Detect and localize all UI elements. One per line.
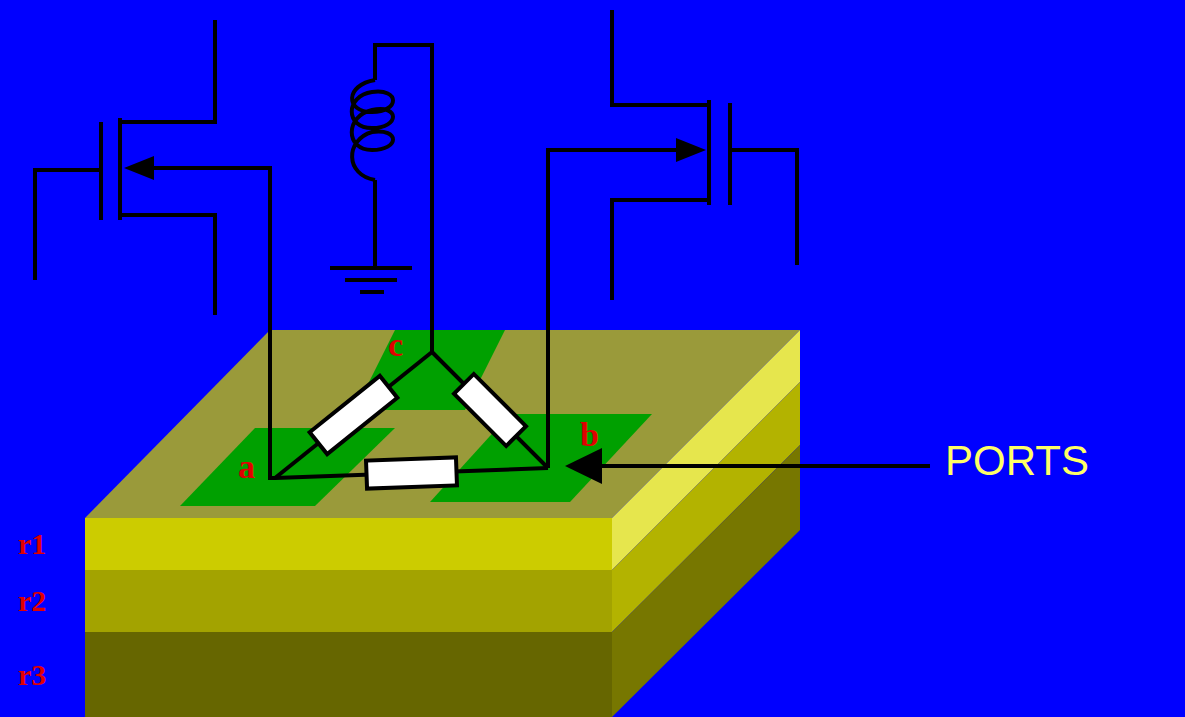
inductor-symbol bbox=[352, 45, 432, 352]
layer-face bbox=[12, 518, 612, 570]
resistor-connector bbox=[275, 457, 548, 488]
substrate-layer: r3 bbox=[12, 632, 612, 717]
port-letter: b bbox=[580, 418, 599, 452]
mosfet-symbol bbox=[35, 20, 276, 478]
layer-face bbox=[12, 632, 612, 717]
ground-symbol bbox=[330, 268, 412, 292]
layer-name: r1 bbox=[18, 529, 46, 559]
layer-name: r3 bbox=[18, 660, 46, 690]
substrate-layer: r1 bbox=[12, 518, 612, 570]
port-pad: b bbox=[430, 414, 652, 502]
ports-leader-arrow bbox=[565, 448, 930, 484]
substrate-layer: r2 bbox=[12, 570, 612, 632]
resistor-connector bbox=[275, 352, 432, 478]
layer-name: r2 bbox=[18, 586, 46, 616]
resistor-symbol bbox=[366, 457, 457, 488]
resistor-symbol bbox=[454, 374, 526, 446]
port-letter: a bbox=[238, 450, 255, 484]
layer-face bbox=[12, 570, 612, 632]
ports-label: PORTS bbox=[945, 440, 1089, 482]
resistor-connector bbox=[432, 352, 548, 468]
mosfet-symbol bbox=[548, 10, 797, 468]
pad-shape bbox=[430, 414, 652, 502]
port-letter: c bbox=[388, 328, 403, 362]
resistor-symbol bbox=[310, 376, 398, 454]
substrate-side-r3 bbox=[612, 445, 800, 717]
